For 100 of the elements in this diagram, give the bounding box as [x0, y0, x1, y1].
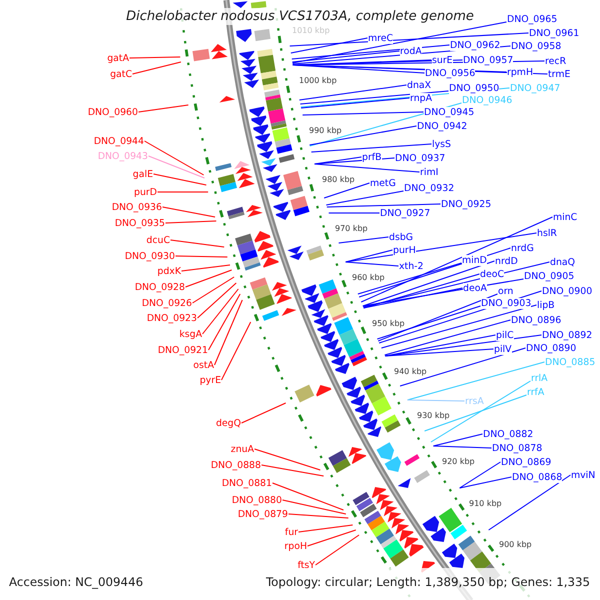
gene-label: rrlA	[531, 372, 548, 384]
leader-line	[488, 474, 571, 530]
gene-label: DNO_0945	[424, 106, 474, 118]
leader-line	[384, 334, 542, 356]
leader-line	[376, 306, 481, 340]
scale-label: 980 kbp	[322, 174, 355, 184]
leader-line	[181, 264, 230, 272]
leader-line	[345, 250, 393, 262]
leader-line	[241, 402, 286, 424]
gene-label: rimI	[420, 166, 438, 178]
gene-label: DNO_0905	[524, 270, 574, 282]
gene-label: deoA	[463, 282, 487, 294]
gene-label: deoC	[480, 268, 504, 280]
gene-label: DNO_0946	[462, 94, 512, 106]
leader-line	[362, 260, 495, 306]
gene-label: metG	[370, 178, 396, 188]
gene-label: DNO_0921	[158, 344, 208, 356]
gene-label: rrfA	[527, 386, 544, 398]
gene-label: DNO_0896	[511, 314, 562, 326]
gene-label: hslR	[537, 228, 557, 238]
scale-label: 970 kbp	[335, 224, 368, 232]
leader-line	[148, 156, 205, 178]
gene-label: nrdG	[511, 242, 534, 254]
gene-label: DNO_0927	[380, 208, 430, 218]
gene-label: DNO_0878	[492, 442, 542, 454]
leader-line	[406, 362, 545, 400]
gene-label: rpmH	[507, 66, 533, 78]
gene-label: DNO_0957	[463, 54, 514, 66]
gene-label: DNO_0943	[98, 150, 148, 162]
gene-label: dcuC	[146, 234, 170, 246]
gene-label: DNO_0936	[112, 202, 162, 212]
leader-line	[282, 500, 346, 514]
gene-label: DNO_0903	[481, 298, 532, 308]
leader-line	[254, 448, 321, 470]
leader-line	[309, 126, 417, 146]
leader-line	[132, 62, 182, 74]
leader-line	[432, 434, 483, 446]
gene-label: DNO_0888	[210, 460, 261, 470]
gene-label: DNO_0882	[483, 428, 534, 440]
gene-label: recR	[545, 56, 566, 66]
gene-label: DNO_0885	[545, 356, 596, 368]
gene-label: DNO_0942	[417, 120, 468, 132]
leader-line	[307, 530, 356, 546]
gene-label: DNO_0892	[542, 330, 592, 340]
leader-line	[192, 276, 235, 304]
leader-line	[300, 90, 449, 104]
leader-line	[272, 482, 344, 510]
leader-line	[324, 182, 370, 198]
leader-line	[144, 140, 204, 176]
leader-line	[432, 446, 492, 448]
gene-label: DNO_0900	[542, 286, 592, 296]
gene-label: fur	[284, 526, 298, 538]
leader-line	[357, 262, 462, 294]
gene-label: gatA	[107, 52, 129, 64]
gene-label: ostA	[193, 360, 214, 370]
gene-label: DNO_0923	[146, 312, 197, 324]
leader-line	[300, 98, 410, 108]
leader-line	[298, 84, 407, 100]
leader-line	[363, 274, 480, 308]
gene-label: dsbG	[389, 232, 414, 242]
gene-label: DNO_0944	[94, 136, 144, 146]
leader-line	[459, 462, 501, 488]
gene-label: nrdD	[495, 256, 518, 266]
leader-line	[424, 394, 527, 432]
gene-label: prfB	[362, 152, 382, 162]
leader-line	[153, 174, 207, 186]
leader-line	[302, 112, 424, 116]
leader-line	[129, 56, 181, 58]
leader-line	[138, 104, 189, 112]
gene-label: znuA	[230, 444, 254, 454]
scale-label: 920 kbp	[442, 456, 475, 466]
leader-line	[362, 278, 524, 306]
leader-line	[298, 524, 354, 532]
leader-line	[459, 476, 512, 488]
gene-label: pilC	[496, 330, 514, 340]
leader-line	[292, 22, 507, 64]
gene-label: pyrE	[200, 374, 221, 386]
gene-label: DNO_0868	[512, 472, 562, 482]
scale-label: 960 kbp	[352, 272, 385, 282]
leader-line	[384, 348, 494, 356]
gene-label: DNO_0950	[449, 82, 500, 94]
leader-line	[314, 156, 362, 164]
leader-line	[185, 270, 232, 288]
gene-label: lipB	[537, 300, 555, 310]
gene-label: rpoH	[284, 540, 307, 552]
gene-label: xth-2	[399, 260, 424, 272]
leader-line	[292, 50, 400, 62]
leader-line	[162, 206, 216, 218]
scale-label: 900 kbp	[499, 540, 532, 548]
gene-label: DNO_0937	[395, 152, 446, 164]
scale-label: 1010 kbp	[292, 26, 330, 34]
accession-text: Accession: NC_009446	[9, 575, 144, 590]
gene-label: DNO_0965	[507, 14, 558, 24]
gene-label: DNO_0869	[501, 456, 552, 468]
gene-label: DNO_0930	[124, 250, 175, 262]
gene-label: galE	[132, 168, 153, 180]
gene-label: DNO_0880	[232, 494, 282, 506]
gene-label: DNO_0890	[526, 342, 576, 354]
leader-line	[214, 300, 243, 366]
leader-line	[290, 38, 368, 54]
